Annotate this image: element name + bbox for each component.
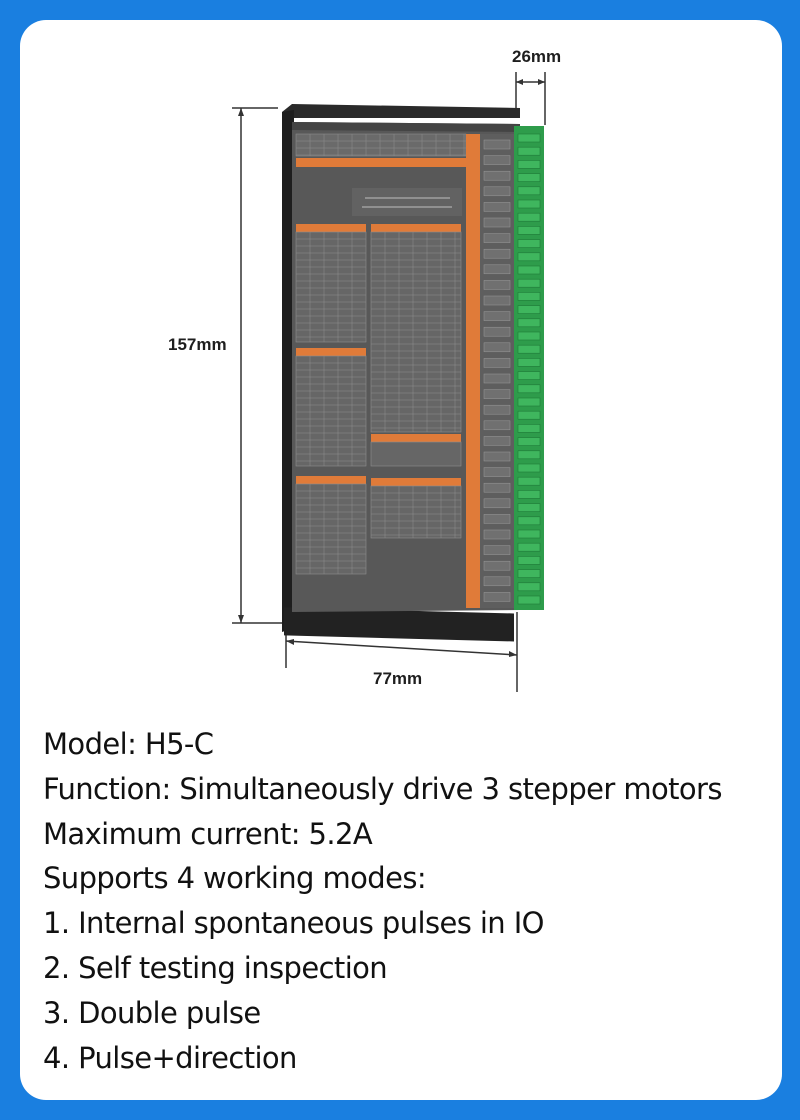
depth-dimension: 26mm xyxy=(512,47,561,125)
driver-device xyxy=(282,104,544,642)
spec-mode-item: 1. Internal spontaneous pulses in IO xyxy=(43,906,544,941)
spec-mode-item: 4. Pulse+direction xyxy=(43,1040,297,1075)
height-dimension: 157mm xyxy=(168,107,290,624)
product-dimension-figure: 26mm 157mm 77mm xyxy=(168,47,561,692)
panel-orange-header xyxy=(296,158,466,167)
spec-list: Model: H5-C Function: Simultaneously dri… xyxy=(43,722,783,1080)
spec-max-current: Maximum current: 5.2A xyxy=(43,816,373,851)
spec-model: Model: H5-C xyxy=(43,727,214,761)
spec-modes-heading: Supports 4 working modes: xyxy=(43,861,427,896)
width-label: 77mm xyxy=(373,669,422,688)
housing-side xyxy=(282,110,294,632)
spec-mode-item: 2. Self testing inspection xyxy=(43,950,388,985)
spec-function: Function: Simultaneously drive 3 stepper… xyxy=(43,771,722,806)
height-label: 157mm xyxy=(168,335,227,354)
depth-label: 26mm xyxy=(512,47,561,66)
spec-mode-item: 3. Double pulse xyxy=(43,995,261,1030)
